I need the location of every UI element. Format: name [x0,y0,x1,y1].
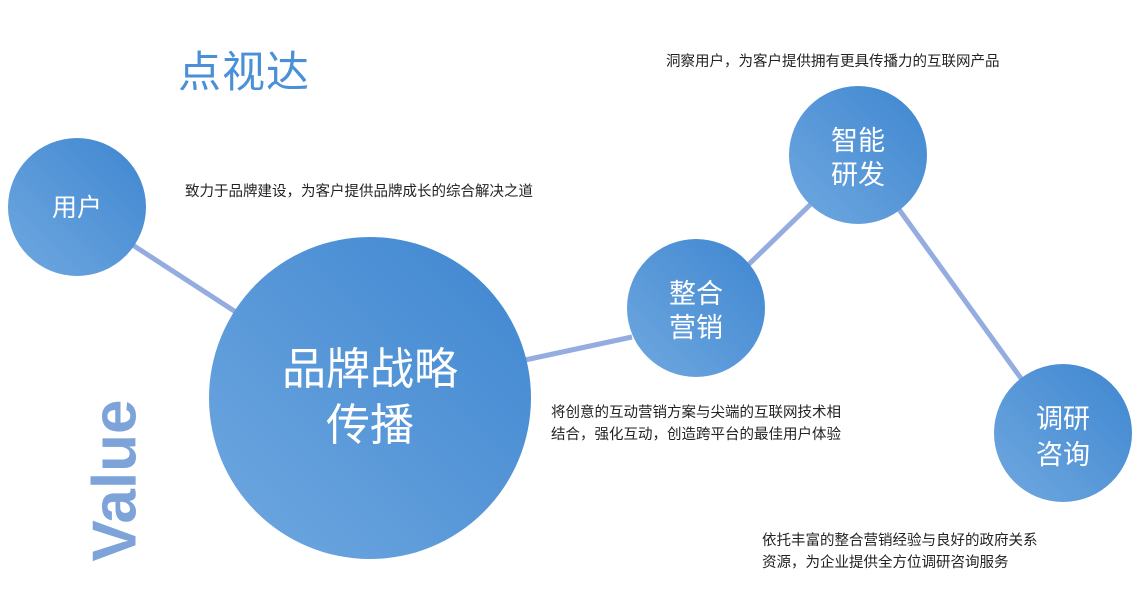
desc-rnd: 洞察用户，为客户提供拥有更具传播力的互联网产品 [666,54,1000,70]
node-marketing-label-1: 整合 [669,279,723,310]
node-user [8,138,146,276]
connectors [123,198,1031,390]
desc-marketing-line-2: 结合，强化互动，创造跨平台的最佳用户体验 [551,427,841,443]
connector-marketing-rnd [743,198,817,270]
desc-consult: 依托丰富的整合营销经验与良好的政府关系 资源，为企业提供全方位调研咨询服务 [762,530,1038,574]
desc-consult-line-1: 依托丰富的整合营销经验与良好的政府关系 [762,533,1038,549]
connector-brand-marketing [524,334,633,363]
page-title: 点视达 [178,48,310,98]
node-rnd [789,86,927,224]
connector-rnd-consult [895,206,1031,390]
node-brand [209,237,531,559]
node-rnd-label-1: 智能 [831,126,885,157]
connector-user-brand [123,237,247,321]
node-user-label: 用户 [52,193,102,222]
node-brand-label-1: 品牌战略 [282,344,458,395]
desc-user: 致力于品牌建设，为客户提供品牌成长的综合解决之道 [185,184,533,200]
node-consult [994,364,1132,502]
node-marketing-label-2: 营销 [669,313,723,344]
desc-marketing: 将创意的互动营销方案与尖端的互联网技术相 结合，强化互动，创造跨平台的最佳用户体… [551,402,841,446]
desc-marketing-line-1: 将创意的互动营销方案与尖端的互联网技术相 [551,405,841,421]
node-consult-label-2: 咨询 [1036,440,1090,471]
node-brand-label-2: 传播 [326,400,414,451]
node-rnd-label-2: 研发 [831,160,885,191]
desc-consult-line-2: 资源，为企业提供全方位调研咨询服务 [762,555,1009,571]
node-marketing [627,239,765,377]
node-consult-label-1: 调研 [1036,404,1090,435]
